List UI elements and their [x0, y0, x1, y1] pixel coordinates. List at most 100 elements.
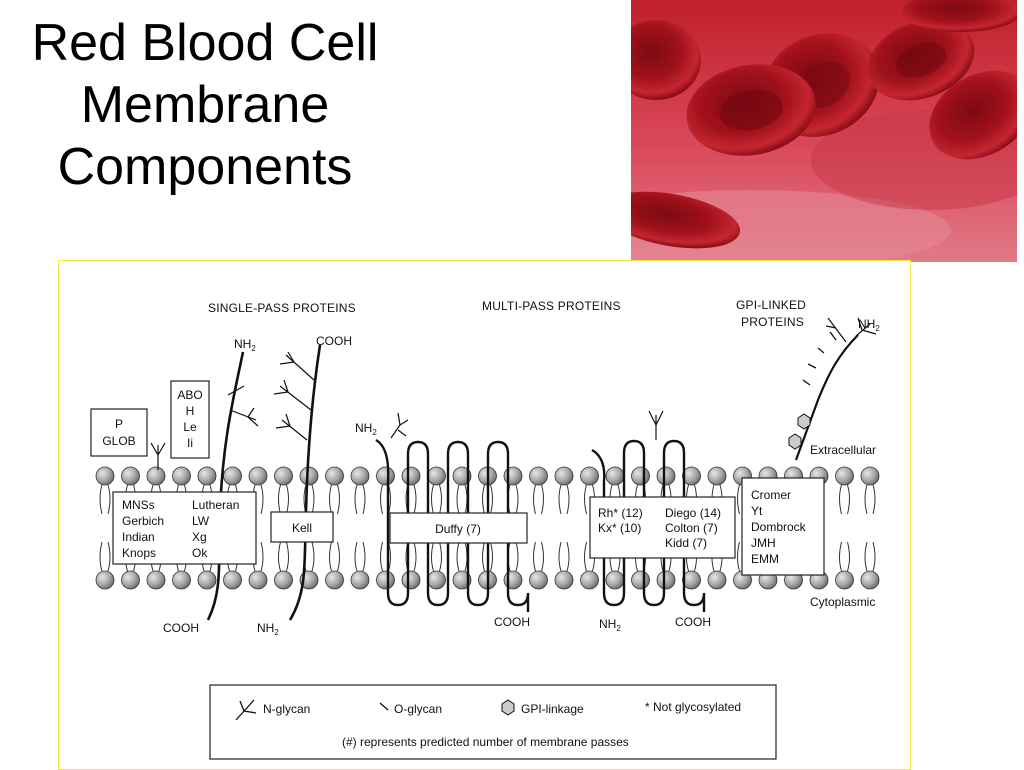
cooh-label-2: COOH — [316, 334, 352, 348]
abo-box: ABO H Le Ii — [170, 380, 210, 459]
lipid-head — [860, 466, 880, 486]
box-line: Colton (7) — [665, 521, 718, 535]
cooh-label-4: COOH — [675, 615, 711, 629]
box-line: JMH — [751, 536, 776, 550]
box-line: LW — [192, 514, 210, 528]
rh-kidd-box: Rh* (12) Kx* (10) Diego (14) Colton (7) … — [589, 496, 736, 559]
title-line: Red Blood Cell — [31, 14, 379, 72]
box-line: Xg — [192, 530, 207, 544]
lipid-head — [274, 570, 293, 590]
blood-cell — [901, 0, 1017, 32]
lipid-head — [605, 570, 625, 590]
box-line: ABO — [177, 388, 202, 402]
blood-cell — [631, 191, 741, 249]
nh2-label-3: NH2 — [355, 421, 377, 437]
lipid-head — [503, 466, 523, 486]
box-line: Dombrock — [751, 520, 807, 534]
gpi-linkage-icon — [788, 413, 811, 450]
legend-o-glycan: O-glycan — [394, 702, 442, 716]
box-line: MNSs — [122, 498, 155, 512]
lipid-head — [350, 570, 370, 590]
lipid-head — [197, 570, 217, 590]
lipid-head — [350, 466, 370, 486]
lipid-head — [682, 570, 701, 590]
lipid-head — [427, 466, 446, 486]
legend-gpi-linkage: GPI-linkage — [521, 702, 584, 716]
lipid-head — [682, 466, 701, 486]
lipid-tail — [278, 484, 289, 572]
lipid-head — [529, 570, 548, 590]
blood-cell — [867, 19, 975, 101]
lipid-head — [223, 466, 242, 486]
lipid-tail — [405, 484, 417, 572]
gpi-antigens-box: Cromer Yt Dombrock JMH EMM — [741, 477, 825, 576]
nh2-label-4: NH2 — [599, 617, 621, 633]
lipid-tail — [533, 484, 544, 572]
lipid-head — [121, 466, 140, 486]
lipid-tail — [380, 484, 391, 572]
cooh-label-3: COOH — [494, 615, 530, 629]
lipid-tail — [354, 484, 366, 572]
lipid-head — [605, 466, 625, 486]
box-line: EMM — [751, 552, 779, 566]
gpi-linked-protein — [794, 334, 859, 461]
lipid-head — [452, 570, 472, 590]
lipid-head — [554, 570, 574, 590]
lipid-head — [401, 570, 421, 590]
red-blood-cells-photo — [631, 0, 1017, 262]
n-glycan-icon — [825, 317, 877, 343]
lipid-head — [146, 570, 166, 590]
lipid-head — [835, 466, 854, 486]
lipid-head — [707, 466, 727, 486]
lipid-head — [146, 466, 166, 486]
box-line: Kell — [292, 521, 312, 535]
duffy-box: Duffy (7) — [389, 512, 528, 544]
box-line: GLOB — [102, 434, 135, 448]
n-glycan-icon — [390, 412, 409, 439]
lipid-head — [452, 466, 472, 486]
lipid-head — [248, 466, 268, 486]
header-single-pass: SINGLE-PASS PROTEINS — [208, 301, 356, 315]
blood-cell — [686, 64, 816, 156]
lipid-head — [121, 570, 140, 590]
lipid-head — [580, 570, 599, 590]
lipid-tail — [303, 484, 315, 572]
n-glycan-icon — [648, 410, 664, 440]
box-line: Cromer — [751, 488, 791, 502]
lipid-head — [860, 570, 880, 590]
legend-n-glycan: N-glycan — [263, 702, 310, 716]
lipid-head — [197, 466, 217, 486]
box-line: Kx* (10) — [598, 521, 641, 535]
cooh-label-1: COOH — [163, 621, 199, 635]
title-line: Membrane — [80, 76, 330, 134]
lipid-head — [707, 570, 727, 590]
lipid-head — [376, 570, 395, 590]
cytoplasmic-label: Cytoplasmic — [810, 595, 875, 609]
lipid-head — [529, 466, 548, 486]
o-glycan-icon — [379, 702, 389, 711]
box-line: Ii — [187, 436, 193, 450]
box-line: P — [115, 417, 123, 431]
lipid-head — [656, 466, 676, 486]
o-glycan-icon — [802, 331, 837, 386]
box-line: H — [186, 404, 195, 418]
box-line: Ok — [192, 546, 208, 560]
lipid-head — [325, 570, 344, 590]
multi-pass-protein-rh — [591, 439, 706, 612]
lipid-tail — [329, 484, 340, 572]
legend-not-glycosylated: * Not glycosylated — [645, 700, 741, 714]
lipid-head — [835, 570, 854, 590]
box-line: Diego (14) — [665, 506, 721, 520]
nh2-label-5: NH2 — [858, 317, 880, 333]
lipid-head — [95, 570, 115, 590]
lipid-tail — [431, 484, 442, 572]
lipid-head — [427, 570, 446, 590]
box-line: Lutheran — [192, 498, 239, 512]
kell-box: Kell — [270, 511, 334, 543]
lipid-head — [631, 466, 650, 486]
multi-pass-protein-duffy — [375, 438, 530, 612]
lipid-head — [299, 466, 319, 486]
box-line: Knops — [122, 546, 156, 560]
legend: N-glycan O-glycan GPI-linkage * Not glyc… — [209, 684, 777, 760]
lipid-head — [631, 570, 650, 590]
